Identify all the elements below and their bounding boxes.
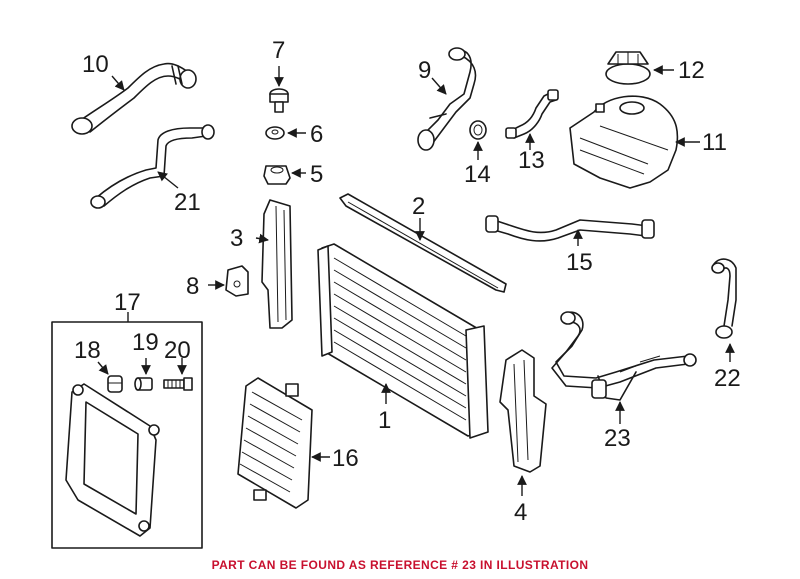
callout-16: 16 [332,445,359,472]
part-13-line[interactable] [505,89,559,139]
part-23-pipe[interactable] [551,311,697,401]
part-8-pad[interactable] [225,265,249,297]
part-5-mount[interactable] [263,165,291,185]
callout-2: 2 [412,193,425,220]
callout-23: 23 [604,425,631,452]
callout-21: 21 [174,189,201,216]
callout-22: 22 [714,365,741,392]
part-9-hose[interactable] [417,47,477,151]
part-2-strip[interactable] [339,193,507,293]
callout-7: 7 [272,37,285,64]
part-20-bolt[interactable] [163,377,193,391]
part-15-line[interactable] [485,215,655,242]
part-10-hose[interactable] [71,62,197,135]
callout-15: 15 [566,249,593,276]
callout-1: 1 [378,407,391,434]
callout-5: 5 [310,161,323,188]
callout-14: 14 [464,161,491,188]
reference-note: PART CAN BE FOUND AS REFERENCE # 23 IN I… [211,558,589,572]
callout-18: 18 [74,337,101,364]
callout-20: 20 [164,337,191,364]
part-18-grommet[interactable] [107,375,123,393]
part-11-tank[interactable] [569,95,679,189]
callout-19: 19 [132,329,159,356]
part-19-sleeve[interactable] [134,377,153,391]
part-3-deflector[interactable] [261,199,293,329]
part-4-deflector[interactable] [499,349,547,473]
part-16-cooler[interactable] [237,377,313,509]
part-21-hose[interactable] [90,124,215,209]
callout-11: 11 [702,129,727,156]
callout-10: 10 [82,51,109,78]
part-22-hose[interactable] [711,258,737,339]
callout-9: 9 [418,57,431,84]
callout-4: 4 [514,499,527,526]
callout-3: 3 [230,225,243,252]
callout-12: 12 [678,57,705,84]
part-7-bolt[interactable] [269,88,289,113]
callout-6: 6 [310,121,323,148]
part-1-radiator[interactable] [317,243,489,439]
part-14-clamp[interactable] [469,120,487,140]
part-12-cap[interactable] [605,51,651,85]
part-17-frame[interactable] [65,383,160,537]
callout-13: 13 [518,147,545,174]
part-17-kit-box[interactable] [51,321,203,549]
part-6-bushing[interactable] [265,126,285,140]
callout-8: 8 [186,273,199,300]
callout-17: 17 [114,289,141,316]
